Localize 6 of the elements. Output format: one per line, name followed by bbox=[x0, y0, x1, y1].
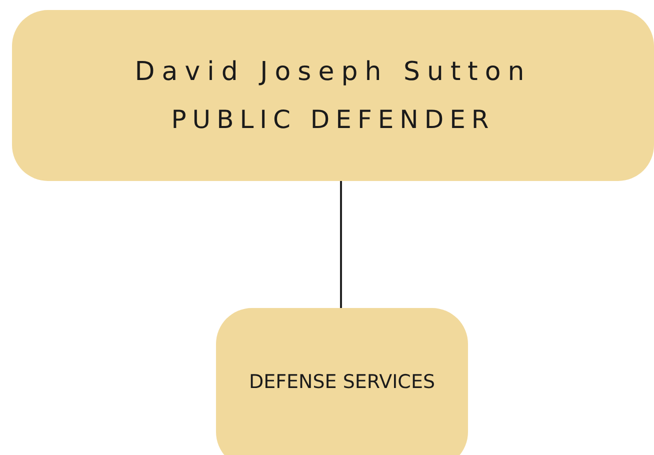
department-name: DEFENSE SERVICES bbox=[248, 371, 436, 393]
org-box bbox=[216, 308, 468, 455]
person-name: David Joseph Sutton bbox=[134, 57, 532, 87]
connector-line bbox=[340, 181, 342, 308]
job-title: PUBLIC DEFENDER bbox=[171, 105, 495, 134]
org-box bbox=[12, 10, 654, 181]
